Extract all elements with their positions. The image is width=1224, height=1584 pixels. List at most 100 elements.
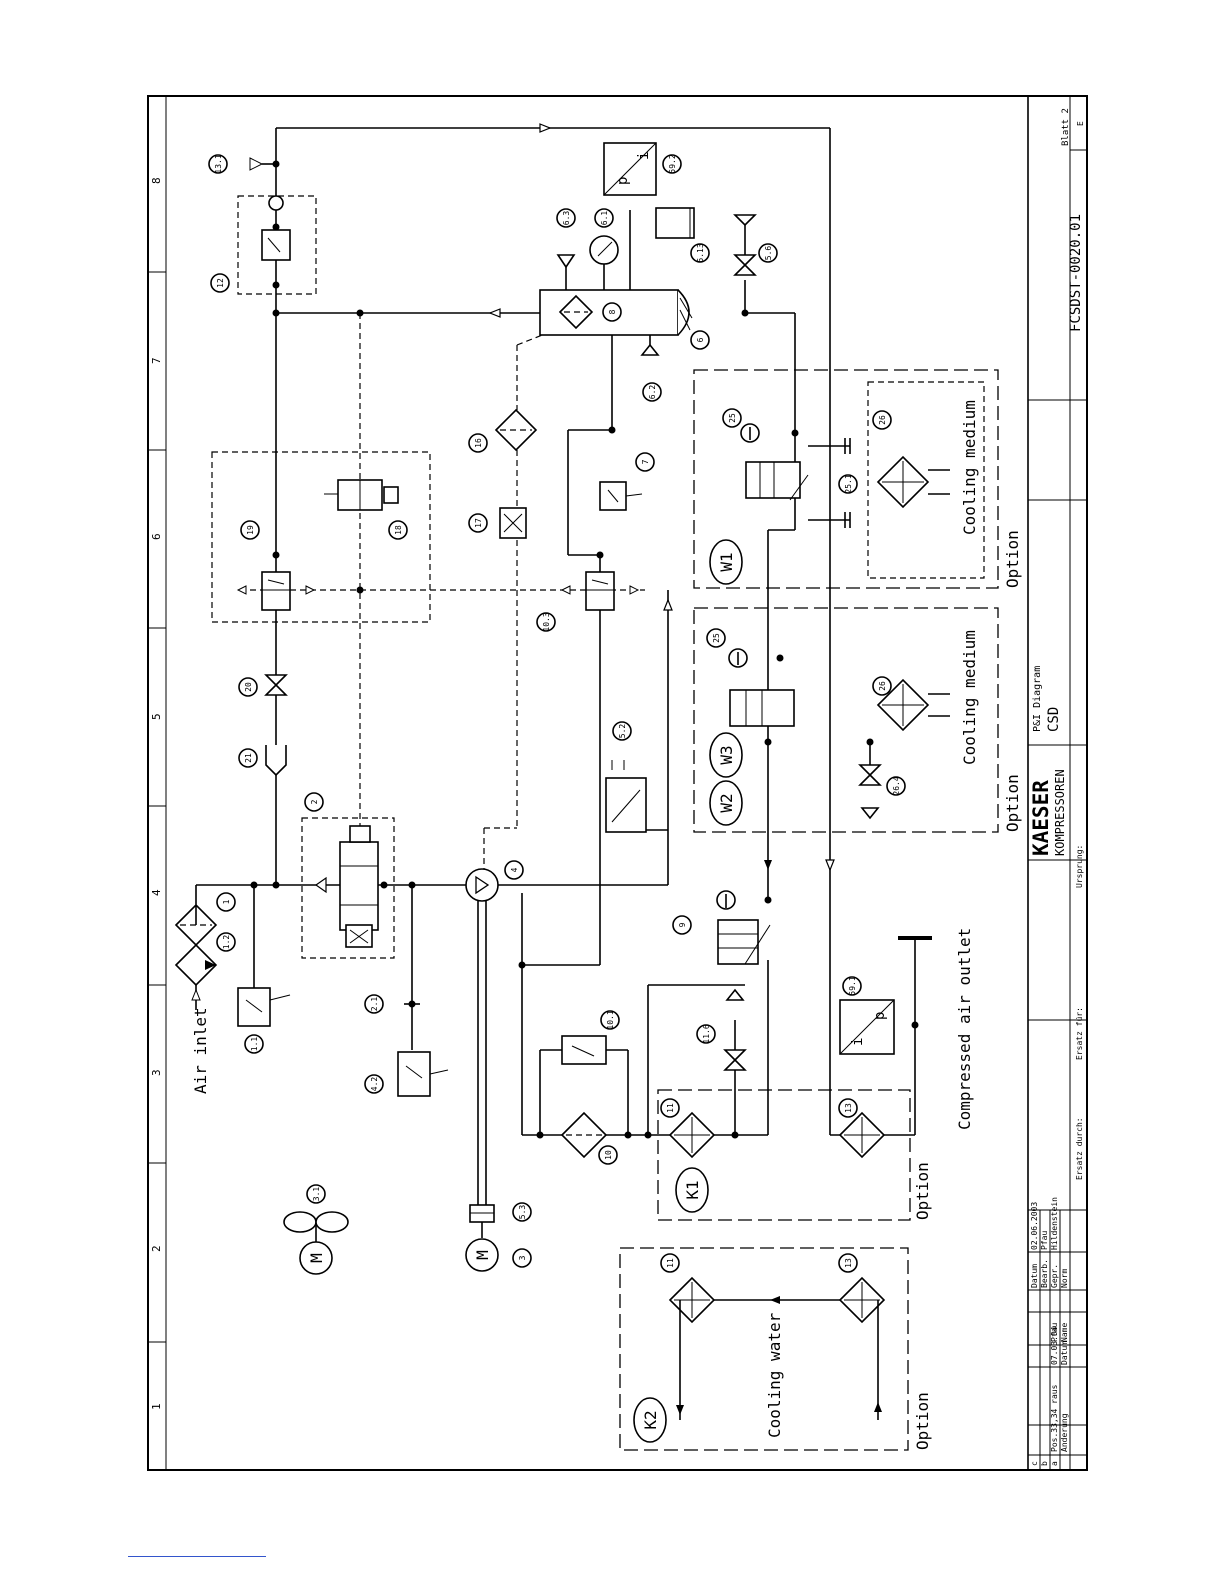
svg-text:6.3: 6.3 bbox=[562, 211, 571, 226]
valve-26-4 bbox=[858, 742, 882, 820]
tag-13: 13 bbox=[838, 1098, 858, 1118]
tag-6-1: 6.1 bbox=[594, 208, 614, 228]
revision-b: b bbox=[1040, 1461, 1049, 1466]
heat-exchanger-26-w1 bbox=[876, 455, 950, 509]
replaced-by-label: Ersatz durch: bbox=[1075, 1117, 1084, 1180]
component-numbers: 13.1 12 19 18 20 21 2 1 1.2 1.1 2.1 4.2 … bbox=[208, 154, 906, 1273]
svg-text:26: 26 bbox=[878, 415, 887, 425]
transducer-59-2-p: p bbox=[615, 177, 631, 185]
tag-5-2: 5.2 bbox=[612, 721, 632, 741]
origin-label: Ursprung: bbox=[1075, 845, 1084, 888]
tag-6-2: 6.2 bbox=[642, 382, 662, 402]
sheet-number: Blatt 2 bbox=[1061, 108, 1071, 146]
section-markers: W1 W2 W3 K1 K2 bbox=[633, 539, 743, 1443]
tag-16: 16 bbox=[468, 433, 488, 453]
fan-motor-3-1: M bbox=[283, 1211, 349, 1275]
level-indicator-6-13 bbox=[655, 207, 695, 239]
svg-text:21: 21 bbox=[244, 753, 253, 763]
tag-2-1: 2.1 bbox=[364, 994, 384, 1014]
tag-6-13: 6.13 bbox=[690, 243, 710, 263]
drawing-frame bbox=[147, 95, 1088, 1471]
svg-text:20: 20 bbox=[244, 682, 253, 692]
tag-1-1: 1.1 bbox=[244, 1034, 264, 1054]
cooler-11-k1 bbox=[668, 1111, 716, 1159]
cooling-water-lines bbox=[676, 1296, 882, 1420]
svg-text:8: 8 bbox=[608, 309, 617, 314]
svg-text:6: 6 bbox=[696, 337, 705, 342]
svg-text:3: 3 bbox=[518, 1255, 527, 1260]
orifice-17 bbox=[499, 507, 527, 539]
air-inlet-label: Air inlet bbox=[191, 1007, 210, 1094]
valve-19 bbox=[236, 571, 316, 611]
diagram-labels: Air inlet Compressed air outlet Cooling … bbox=[191, 400, 1022, 1450]
svg-text:13: 13 bbox=[844, 1103, 853, 1113]
tag-13-k2: 13 bbox=[838, 1253, 858, 1273]
drawn-value: Pfau bbox=[1040, 1231, 1049, 1250]
change-label: Änderung bbox=[1059, 1413, 1069, 1452]
revision-a-name: Pfau bbox=[1050, 1323, 1059, 1342]
tag-5-3: 5.3 bbox=[512, 1202, 532, 1222]
svg-text:11.6: 11.6 bbox=[702, 1024, 711, 1043]
tag-10: 10 bbox=[598, 1145, 618, 1165]
svg-text:19: 19 bbox=[246, 525, 255, 535]
switch-10-1 bbox=[561, 1035, 607, 1065]
svg-text:1: 1 bbox=[222, 899, 231, 904]
drive-motor-label: M bbox=[473, 1250, 492, 1260]
svg-text:17: 17 bbox=[474, 518, 483, 528]
svg-text:5.3: 5.3 bbox=[518, 1205, 527, 1220]
tag-10-1: 10.1 bbox=[600, 1010, 620, 1030]
footer-link-underline[interactable] bbox=[128, 1556, 266, 1557]
revision-a-date: 07.03.04 bbox=[1050, 1326, 1059, 1365]
transducer-59-1-i: i bbox=[850, 1038, 866, 1046]
svg-text:1.2: 1.2 bbox=[222, 935, 231, 950]
svg-text:26.4: 26.4 bbox=[892, 776, 901, 795]
drawing-number: FCSDST-0020.01 bbox=[1068, 214, 1084, 332]
tag-59-2: 59.2 bbox=[662, 154, 682, 174]
cooler-11-k2 bbox=[668, 1276, 716, 1324]
title-block bbox=[1027, 96, 1087, 1471]
compressed-air-outlet-label: Compressed air outlet bbox=[955, 928, 974, 1130]
tag-26-w1: 26 bbox=[872, 410, 892, 430]
coupling-5-3 bbox=[469, 1204, 495, 1223]
solenoid-valve-18 bbox=[324, 479, 399, 511]
tag-19: 19 bbox=[240, 520, 260, 540]
option-boxes bbox=[211, 195, 999, 1451]
svg-text:6.13: 6.13 bbox=[696, 243, 705, 262]
svg-text:3.1: 3.1 bbox=[312, 1187, 321, 1202]
company-name-line1: KAESER bbox=[1029, 780, 1053, 856]
option-k1-label: Option bbox=[913, 1162, 932, 1220]
replacement-for-label: Ersatz für: bbox=[1075, 1007, 1084, 1060]
drain-valves bbox=[556, 214, 757, 356]
valve-11-6 bbox=[723, 988, 747, 1071]
tag-18: 18 bbox=[388, 520, 408, 540]
option-k2-label: Option bbox=[913, 1392, 932, 1450]
transducer-59-2: p i bbox=[603, 142, 657, 196]
temperature-switch-5-2 bbox=[605, 760, 647, 833]
svg-text:5.2: 5.2 bbox=[618, 724, 627, 739]
svg-text:2: 2 bbox=[310, 799, 319, 804]
tag-7: 7 bbox=[635, 452, 655, 472]
pressure-gauge-6-1 bbox=[589, 235, 619, 290]
revision-c: c bbox=[1030, 1461, 1039, 1466]
grid-number-5: 5 bbox=[150, 713, 163, 720]
svg-text:25.1: 25.1 bbox=[844, 474, 853, 493]
section-w3: W3 bbox=[717, 745, 736, 764]
grid-number-1: 1 bbox=[150, 1403, 163, 1410]
tag-11-6: 11.6 bbox=[696, 1024, 716, 1044]
filter-16 bbox=[494, 408, 538, 452]
cooling-medium-w1-label: Cooling medium bbox=[960, 400, 979, 535]
svg-text:25: 25 bbox=[728, 413, 737, 423]
svg-text:26: 26 bbox=[878, 681, 887, 691]
tag-1: 1 bbox=[216, 892, 236, 912]
tag-2: 2 bbox=[304, 792, 324, 812]
svg-text:25: 25 bbox=[712, 633, 721, 643]
tag-26-w2: 26 bbox=[872, 676, 892, 696]
tag-25-w1: 25 bbox=[722, 408, 742, 428]
svg-text:13: 13 bbox=[844, 1258, 853, 1268]
svg-text:10.1: 10.1 bbox=[606, 1010, 615, 1029]
svg-text:1.1: 1.1 bbox=[250, 1037, 259, 1052]
tag-17: 17 bbox=[468, 513, 488, 533]
svg-text:18: 18 bbox=[394, 525, 403, 535]
option-w2-label: Option bbox=[1003, 774, 1022, 832]
separator-tank-6 bbox=[539, 289, 693, 336]
